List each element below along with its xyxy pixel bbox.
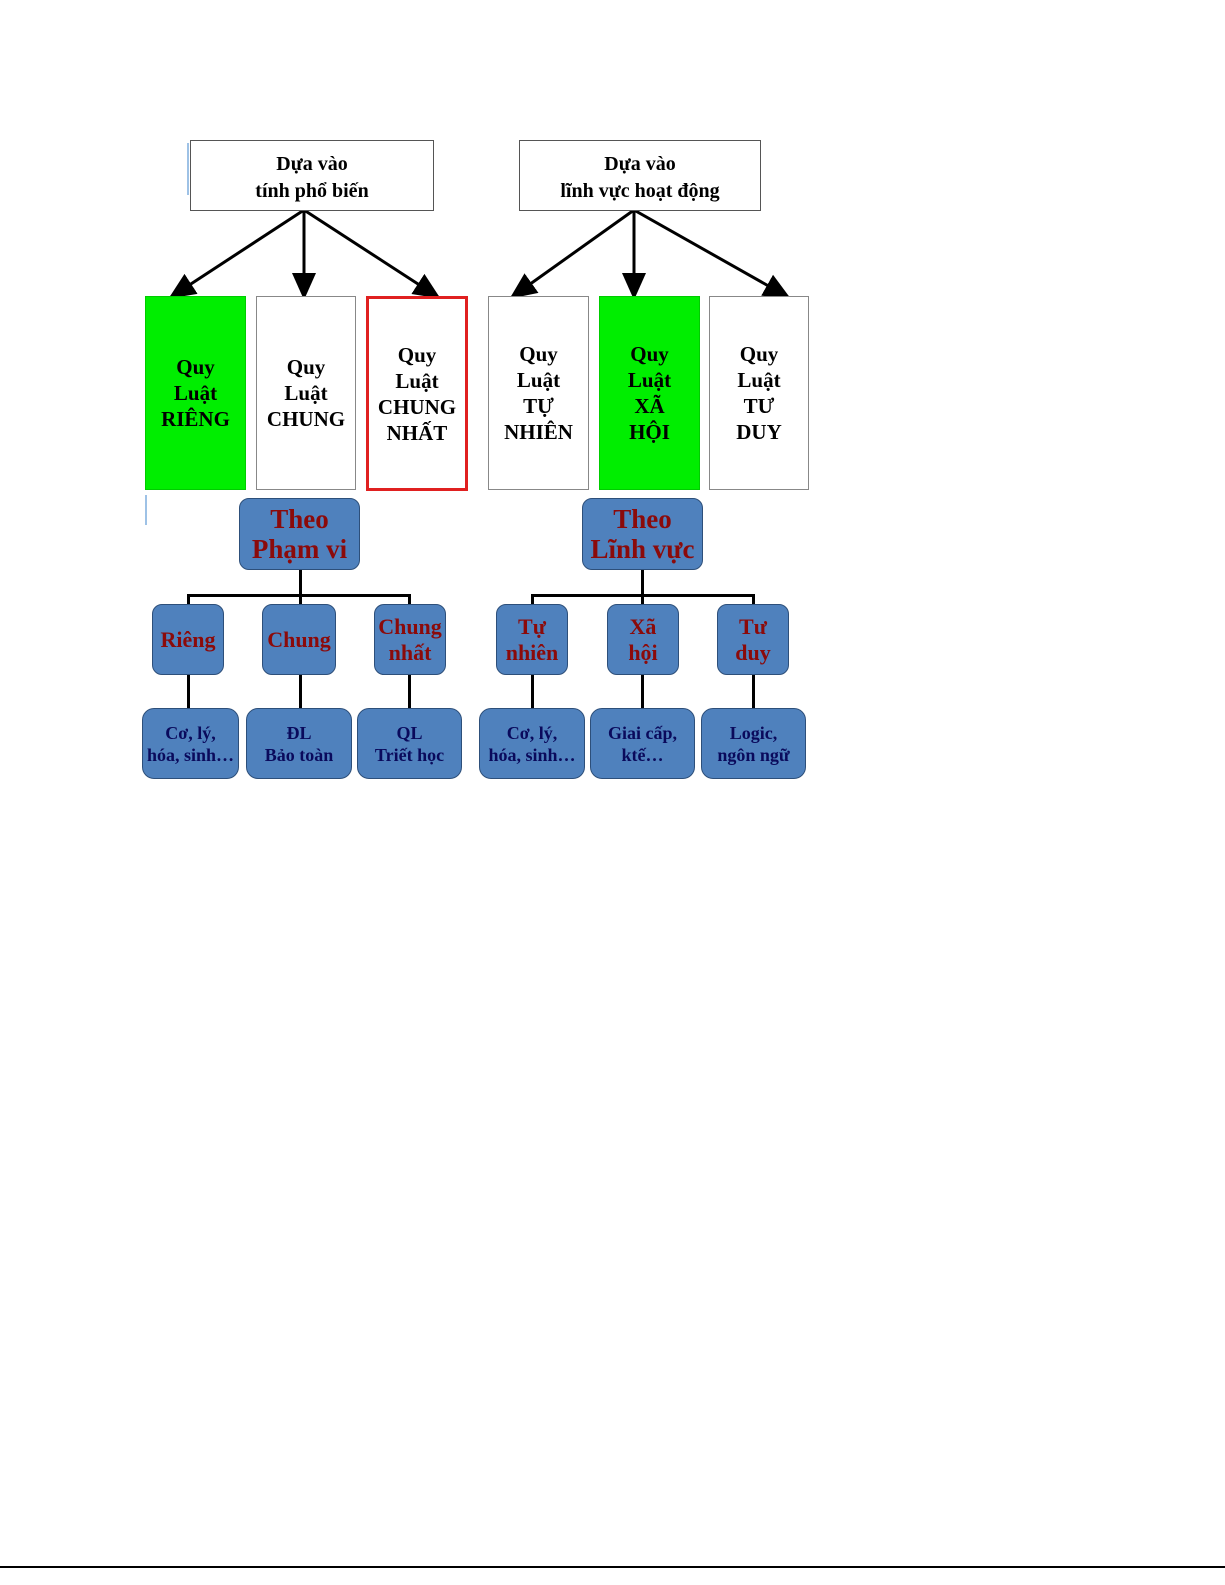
category-node-chung-nhat: Chung nhất [374, 604, 446, 675]
category-node-tu-nhien-text: Tự nhiên [505, 613, 559, 665]
law-box-xa-hoi: Quy Luật XÃ HỘI [599, 296, 700, 490]
arrow-to-tu-duy [633, 208, 791, 299]
connector-line [408, 673, 411, 711]
connector-line [299, 673, 302, 711]
root-node-by-field: Theo Lĩnh vực [582, 498, 703, 570]
connector-line [641, 568, 644, 596]
category-node-chung: Chung [262, 604, 336, 675]
example-node-philosophy-law-text: QL Triết học [374, 722, 445, 765]
connector-line [408, 594, 411, 606]
example-node-natural-sciences: Cơ, lý, hóa, sinh… [479, 708, 585, 779]
example-node-conservation-law-text: ĐL Bảo toàn [264, 722, 334, 765]
law-box-tu-duy-text: Quy Luật TƯ DUY [736, 342, 782, 444]
category-node-rieng: Riêng [152, 604, 224, 675]
example-node-class-economy-text: Giai cấp, ktế… [607, 722, 677, 765]
header-by-activity-field-text: Dựa vào lĩnh vực hoạt động [560, 152, 720, 202]
category-node-tu-nhien: Tự nhiên [496, 604, 568, 675]
law-box-chung-nhat-text: Quy Luật CHUNG NHẤT [377, 342, 457, 445]
page-bottom-rule [0, 1566, 1225, 1568]
connector-line [752, 673, 755, 711]
example-node-class-economy: Giai cấp, ktế… [590, 708, 695, 779]
crop-edge-mark-lower [145, 495, 147, 525]
connector-line [641, 673, 644, 711]
connector-line [752, 594, 755, 606]
example-node-philosophy-law: QL Triết học [357, 708, 462, 779]
arrow-to-chung-nhat [303, 208, 441, 299]
header-by-activity-field: Dựa vào lĩnh vực hoạt động [519, 140, 761, 211]
top-arrows [168, 208, 791, 300]
example-node-conservation-law: ĐL Bảo toàn [246, 708, 352, 779]
law-box-tu-duy: Quy Luật TƯ DUY [709, 296, 809, 490]
header-by-universality-text: Dựa vào tính phổ biến [255, 152, 369, 202]
category-node-tu-duy: Tư duy [717, 604, 789, 675]
connector-line [187, 594, 190, 606]
example-node-mechanics-physics: Cơ, lý, hóa, sinh… [142, 708, 239, 779]
example-node-natural-sciences-text: Cơ, lý, hóa, sinh… [488, 722, 576, 765]
category-node-chung-text: Chung [267, 626, 331, 652]
law-box-rieng: Quy Luật RIÊNG [145, 296, 246, 490]
connector-line [299, 568, 302, 596]
arrow-to-tu-nhien [509, 208, 635, 299]
example-node-logic-language: Logic, ngôn ngữ [701, 708, 806, 779]
law-box-chung-text: Quy Luật CHUNG [266, 355, 346, 431]
category-node-tu-duy-text: Tư duy [735, 613, 771, 665]
law-box-chung: Quy Luật CHUNG [256, 296, 356, 490]
connector-line [531, 673, 534, 711]
root-node-by-field-text: Theo Lĩnh vực [590, 504, 695, 564]
root-node-by-scope: Theo Phạm vi [239, 498, 360, 570]
connector-line [187, 673, 190, 711]
category-node-chung-nhat-text: Chung nhất [378, 613, 442, 665]
law-box-chung-nhat: Quy Luật CHUNG NHẤT [366, 296, 468, 491]
law-box-tu-nhien-text: Quy Luật TỰ NHIÊN [504, 342, 573, 444]
example-node-mechanics-physics-text: Cơ, lý, hóa, sinh… [146, 722, 235, 765]
crop-edge-mark [187, 143, 189, 195]
law-box-tu-nhien: Quy Luật TỰ NHIÊN [488, 296, 589, 490]
category-node-xa-hoi-text: Xã hội [628, 613, 658, 665]
law-box-rieng-text: Quy Luật RIÊNG [161, 355, 230, 431]
category-node-xa-hoi: Xã hội [607, 604, 679, 675]
category-node-rieng-text: Riêng [160, 626, 216, 652]
example-node-logic-language-text: Logic, ngôn ngữ [717, 722, 790, 765]
header-by-universality: Dựa vào tính phổ biến [190, 140, 434, 211]
connector-line [299, 594, 302, 606]
connector-line [531, 594, 534, 606]
connector-line [641, 594, 644, 606]
law-box-xa-hoi-text: Quy Luật XÃ HỘI [627, 342, 672, 444]
root-node-by-scope-text: Theo Phạm vi [251, 504, 348, 564]
arrow-to-rieng [168, 208, 305, 299]
